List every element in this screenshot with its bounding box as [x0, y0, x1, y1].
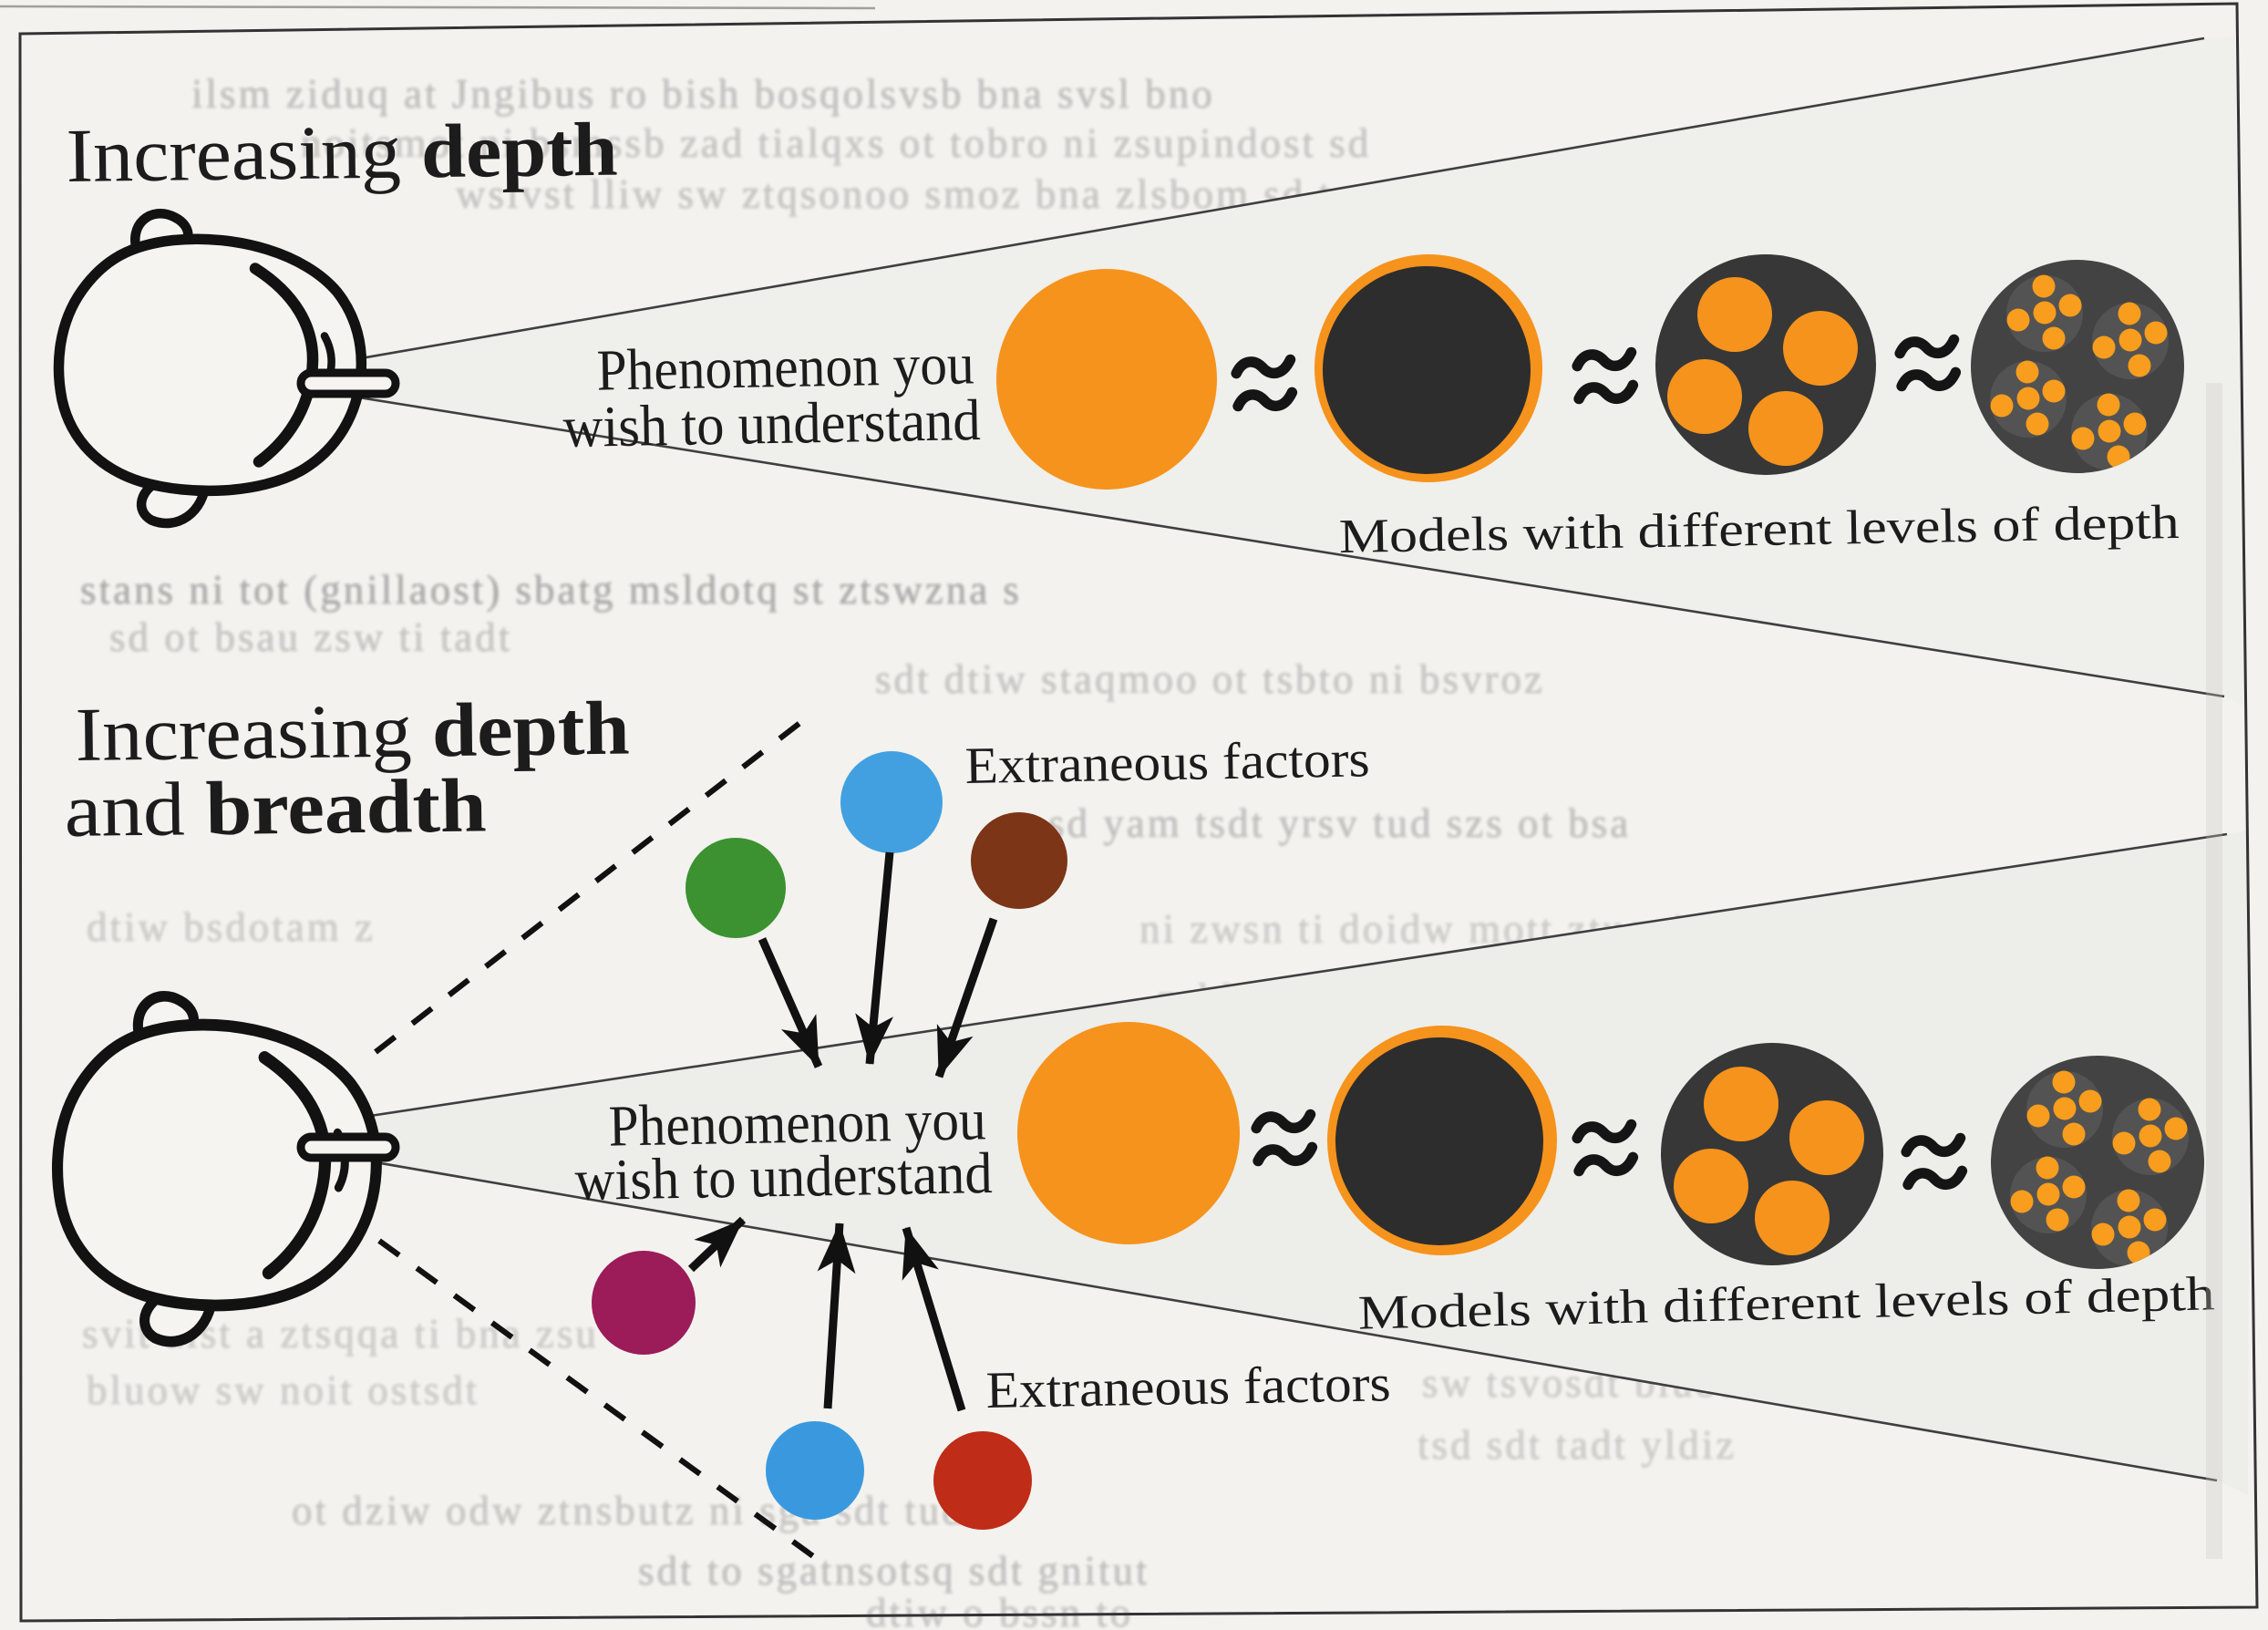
svg-text:ilsm ziduq at Jngibus ro bish: ilsm ziduq at Jngibus ro bish bosqolsvsb… — [191, 71, 1215, 117]
svg-text:tsd sdt tadt yldiz: tsd sdt tadt yldiz — [1418, 1422, 1737, 1468]
svg-text:Phenomenon you: Phenomenon you — [608, 1087, 986, 1158]
svg-text:Increasing depth: Increasing depth — [75, 686, 630, 778]
svg-text:stans ni tot (gnillaost) sbatg: stans ni tot (gnillaost) sbatg msldotq s… — [80, 567, 1022, 613]
svg-text:bluow sw noit ostsdt: bluow sw noit ostsdt — [87, 1367, 479, 1413]
svg-text:dtiw o bssn to: dtiw o bssn to — [866, 1590, 1133, 1630]
svg-text:wish to understand: wish to understand — [574, 1140, 993, 1212]
svg-text:Phenomenon you: Phenomenon you — [596, 331, 974, 402]
svg-text:Extraneous factors: Extraneous factors — [985, 1355, 1391, 1419]
svg-text:noitsmot ni bsmssb zad tialqxs: noitsmot ni bsmssb zad tialqxs ot tobro … — [301, 120, 1371, 166]
svg-text:sd ot bsau zsw ti tadt: sd ot bsau zsw ti tadt — [109, 614, 512, 660]
svg-text:sdt dtiw staqmoo ot tsbto ni b: sdt dtiw staqmoo ot tsbto ni bsvroz — [875, 656, 1545, 702]
svg-text:Increasing depth: Increasing depth — [66, 108, 618, 199]
svg-text:Extraneous factors: Extraneous factors — [964, 730, 1370, 795]
svg-text:wish to understand: wish to understand — [562, 387, 981, 459]
svg-text:sdt to sgatnsotsq sdt gnitut: sdt to sgatnsotsq sdt gnitut — [638, 1548, 1150, 1594]
svg-text:sd yam tsdt yrsv tud szs ot bs: sd yam tsdt yrsv tud szs ot bsa — [1048, 800, 1631, 846]
svg-text:dtiw bsdotam z: dtiw bsdotam z — [87, 904, 376, 950]
svg-text:ot dziw odw ztnsbutz ni sga sd: ot dziw odw ztnsbutz ni sga sdt tud — [292, 1488, 965, 1533]
svg-text:and breadth: and breadth — [64, 763, 487, 853]
